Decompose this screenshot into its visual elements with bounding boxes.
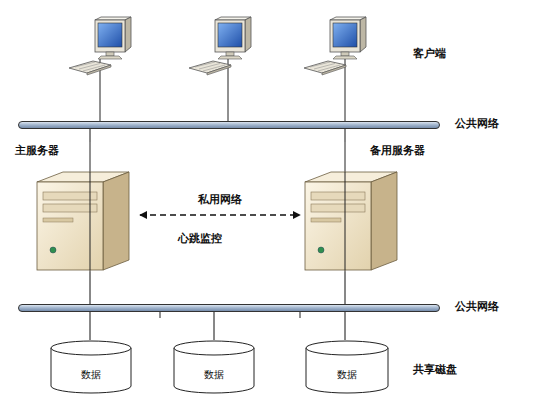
network-wire [345,129,346,142]
disk-label: 数据 [50,368,132,382]
disk-label: 数据 [173,368,255,382]
drive-bay [43,192,97,200]
drive-bay [43,204,97,212]
disk-shape [173,340,255,394]
tower-front [37,182,103,270]
network-label: 公共网络 [455,300,499,314]
drive-bay [311,204,365,212]
power-button [50,247,56,253]
server-shape [300,142,445,272]
disk-top [51,341,131,355]
disk-label: 数据 [305,368,389,382]
server-shape [15,142,140,272]
server-wire [90,172,91,270]
client-computer [304,17,366,75]
shared-disk: 数据 [50,340,132,394]
network-wire [214,312,215,340]
disk-top [174,341,254,355]
network-wire [90,312,91,340]
bus-shape [18,121,440,129]
server-wire [345,142,346,272]
power-button [318,247,324,253]
server-tower: 备用服务器 [300,142,445,272]
network-wire [90,129,91,142]
server-tower: 主服务器 [15,142,140,272]
tower-side [371,172,397,270]
heartbeat-link [140,214,300,216]
disk-top [306,341,388,355]
network-wire [345,312,346,340]
server-wire [345,172,346,270]
drive-bay [311,192,365,200]
network-bus: 公共网络 [18,121,440,129]
tier-label: 客户端 [413,47,446,61]
link-label: 私用网络 [198,193,242,207]
bus-shape [18,304,440,312]
link-caption: 心跳监控 [178,232,222,246]
server-label: 主服务器 [15,144,59,158]
disk-shape [305,340,389,394]
disk-shape [50,340,132,394]
drive-slot [311,218,341,222]
bus-tick [160,312,161,318]
client-computer [69,17,131,75]
drive-slot [43,218,73,222]
network-wire [345,272,346,304]
network-wire [90,272,91,304]
tier-label: 共享磁盘 [413,363,457,377]
tower-side [103,172,129,270]
bus-bar [19,305,440,312]
shared-disk: 数据 [173,340,255,394]
client-computer [189,17,251,75]
bus-tick [300,312,301,318]
network-bus: 公共网络 [18,304,440,312]
server-label: 备用服务器 [370,144,425,158]
tower-front [305,182,371,270]
server-wire [90,142,91,272]
shared-disk: 数据 [305,340,389,394]
network-label: 公共网络 [455,117,499,131]
bus-ticks [160,312,300,318]
bus-bar [19,122,440,129]
